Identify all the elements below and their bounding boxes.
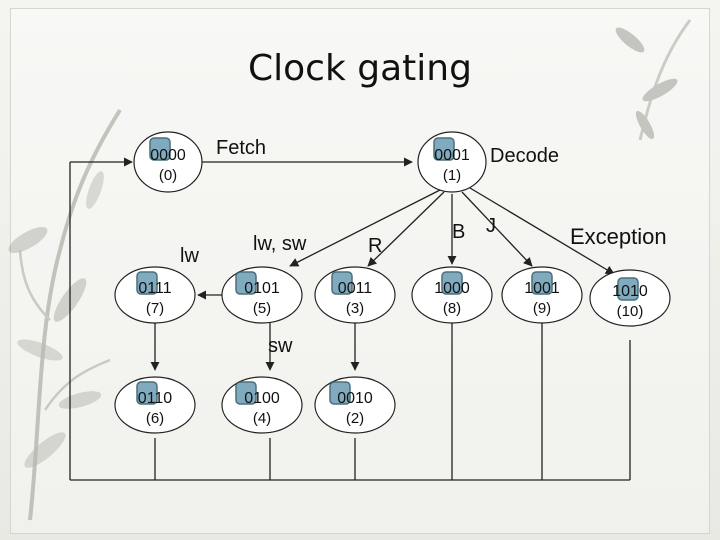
decorative-branches-top-right bbox=[615, 19, 692, 141]
state-marker bbox=[149, 137, 171, 161]
state-s2: 0010 (2) bbox=[314, 376, 396, 434]
label-lw-sw: lw, sw bbox=[253, 233, 307, 255]
state-marker bbox=[617, 277, 639, 301]
slide-title: Clock gating bbox=[248, 48, 472, 89]
state-marker bbox=[235, 381, 257, 405]
state-marker bbox=[136, 381, 158, 405]
edge-1-to-9 bbox=[461, 191, 533, 267]
state-code: 1010 bbox=[612, 283, 648, 300]
label-decode: Decode bbox=[490, 145, 559, 167]
label-exception: Exception bbox=[570, 224, 667, 249]
edge-1-to-3 bbox=[367, 191, 445, 267]
state-code: 0001 bbox=[434, 147, 470, 164]
state-code: 0010 bbox=[337, 390, 373, 407]
state-code: 0111 bbox=[138, 280, 171, 297]
state-s7: 0111 (7) bbox=[114, 266, 196, 324]
state-s1: 0001 (1) bbox=[417, 131, 487, 193]
state-code: 0100 bbox=[244, 390, 280, 407]
state-oval bbox=[501, 266, 583, 324]
state-code: 0000 bbox=[150, 147, 186, 164]
state-marker bbox=[235, 271, 257, 295]
state-code: 1000 bbox=[434, 280, 470, 297]
label-b: B bbox=[452, 221, 465, 243]
state-s10: 1010 (10) bbox=[589, 269, 671, 327]
state-marker bbox=[433, 137, 455, 161]
edge-1-to-5 bbox=[289, 189, 441, 267]
transition-labels: Fetch Decode lw lw, sw R B J Exception s… bbox=[180, 137, 667, 357]
label-j: J bbox=[486, 215, 496, 237]
state-number: (2) bbox=[346, 410, 364, 427]
state-number: (3) bbox=[346, 300, 364, 317]
state-number: (0) bbox=[159, 167, 177, 184]
state-s0: 0000 (0) bbox=[133, 131, 203, 193]
label-sw: sw bbox=[268, 335, 293, 357]
state-s4: 0100 (4) bbox=[221, 376, 303, 434]
state-number: (5) bbox=[253, 300, 271, 317]
state-code: 0110 bbox=[138, 390, 173, 407]
state-number: (1) bbox=[443, 167, 461, 184]
state-marker bbox=[136, 271, 158, 295]
state-oval bbox=[411, 266, 493, 324]
edges bbox=[69, 157, 631, 481]
state-code: 1001 bbox=[524, 280, 560, 297]
state-code: 0101 bbox=[244, 280, 280, 297]
state-marker bbox=[531, 271, 553, 295]
state-number: (9) bbox=[533, 300, 551, 317]
state-marker bbox=[441, 271, 463, 295]
state-oval bbox=[114, 376, 196, 434]
state-marker bbox=[329, 381, 351, 405]
state-s9: 1001 (9) bbox=[501, 266, 583, 324]
label-lw: lw bbox=[180, 245, 199, 267]
state-oval bbox=[114, 266, 196, 324]
state-number: (8) bbox=[443, 300, 461, 317]
state-s8: 1000 (8) bbox=[411, 266, 493, 324]
state-s6: 0110 (6) bbox=[114, 376, 196, 434]
state-number: (10) bbox=[617, 303, 644, 320]
state-s3: 0011 (3) bbox=[314, 266, 396, 324]
state-s5: 0101 (5) bbox=[221, 266, 303, 324]
states: 0000 (0) 0001 (1) 0111 (7) 0101 (5) 0011 (3) 1000 (… bbox=[114, 131, 671, 434]
label-fetch: Fetch bbox=[216, 137, 266, 159]
state-number: (7) bbox=[146, 300, 164, 317]
state-code: 0011 bbox=[338, 280, 373, 297]
label-r: R bbox=[368, 235, 382, 257]
state-number: (6) bbox=[146, 410, 164, 427]
edge-1-to-10 bbox=[469, 187, 615, 275]
state-marker bbox=[331, 271, 353, 295]
decorative-branches bbox=[8, 108, 122, 521]
state-number: (4) bbox=[253, 410, 271, 427]
